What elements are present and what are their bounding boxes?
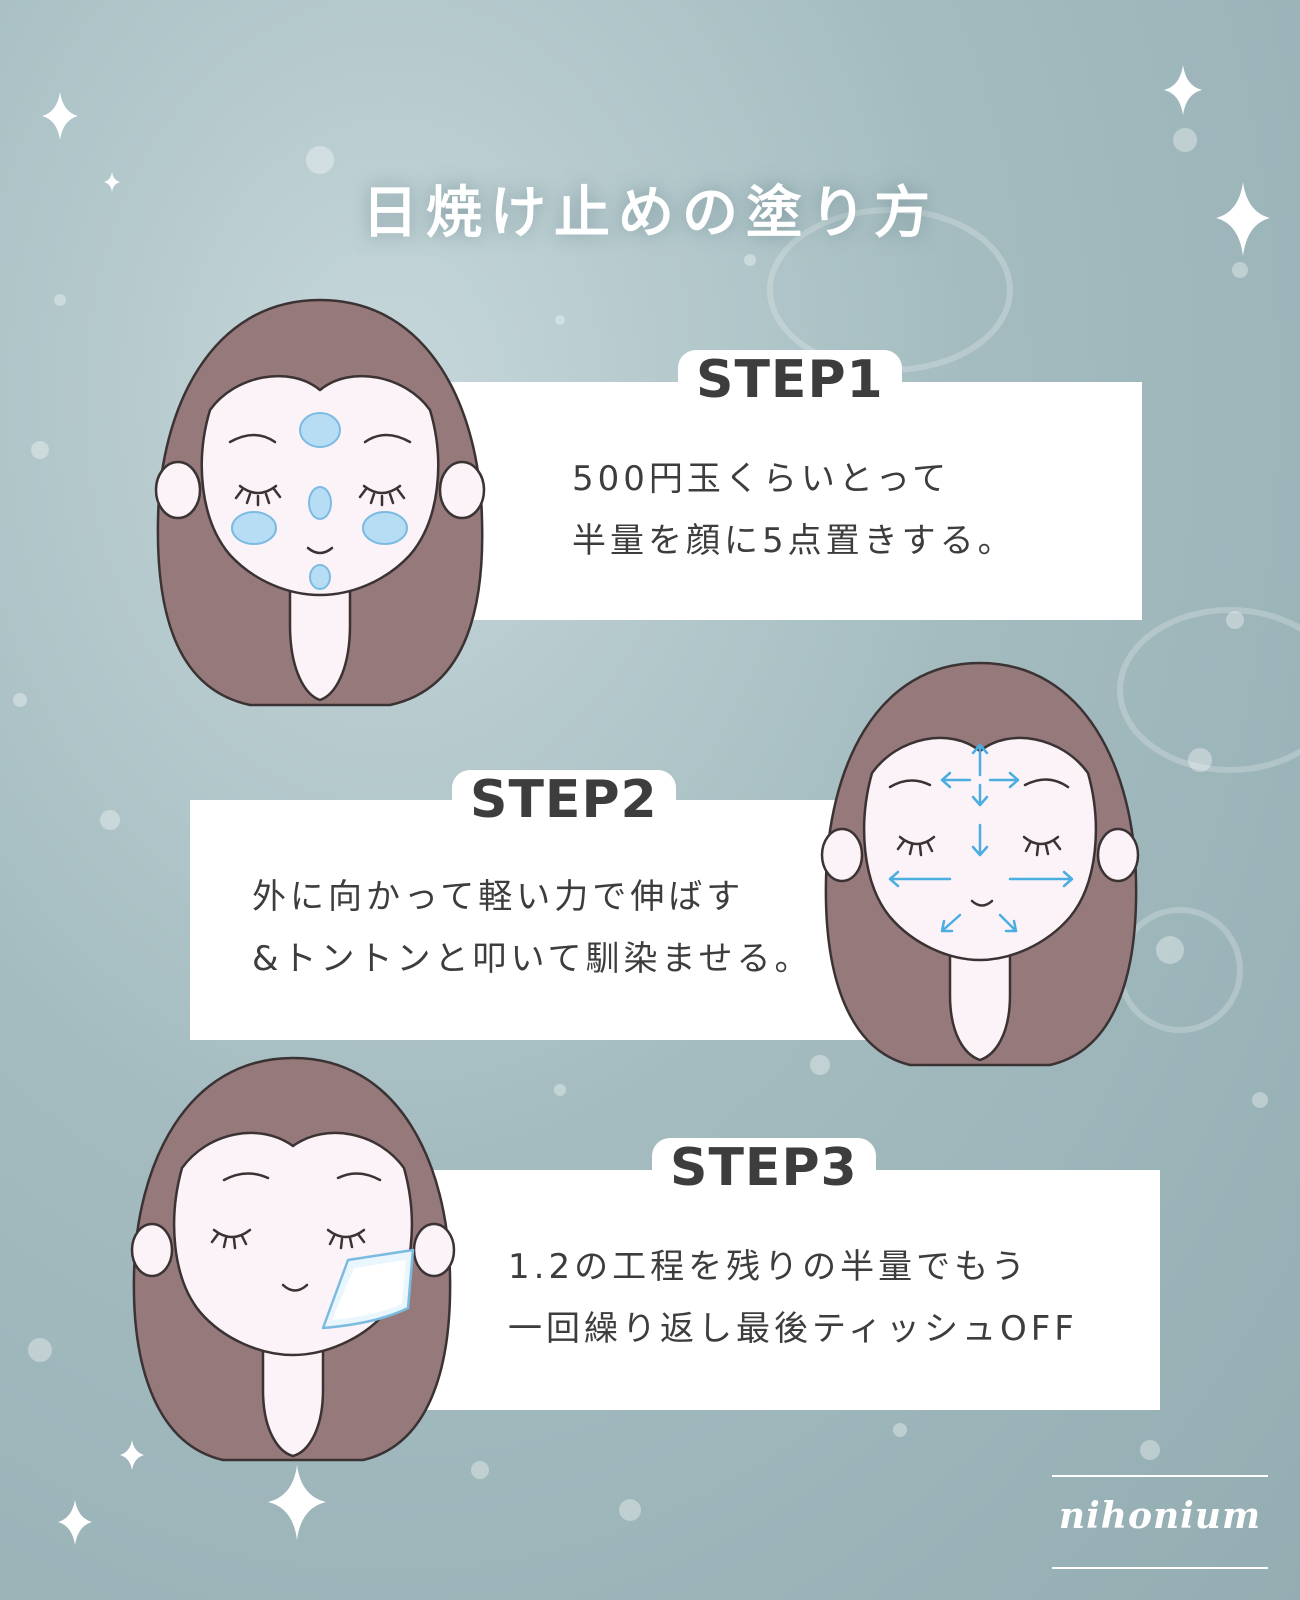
face-illustration-step1 [154,298,486,707]
brand-name: nihonium [1058,1495,1262,1537]
tissue-icon [321,1248,415,1330]
step2-text-line2: &トントンと叩いて馴染ませる。 [252,939,813,979]
step1-text-line1: 500円玉くらいとって [572,459,951,499]
face-illustration-step2 [820,661,1140,1067]
sparkle-icons [42,65,1270,1545]
step2-label: STEP2 [452,770,676,830]
step2-card [190,800,916,1040]
step3-text-line1: 1.2の工程を残りの半量でもう [508,1247,1030,1287]
arrow-icons [888,743,1074,933]
step2-text-line1: 外に向かって軽い力で伸ばす [252,877,745,917]
step1-text-line2: 半量を顔に5点置きする。 [572,521,1016,561]
logo-bottom-line [1052,1567,1268,1569]
logo-top-line [1052,1475,1268,1477]
step3-text-line2: 一回繰り返し最後ティッシュOFF [508,1309,1078,1349]
step1-label: STEP1 [678,350,902,410]
step1-card [430,382,1142,620]
step3-label: STEP3 [652,1138,876,1198]
step3-card [420,1170,1160,1410]
face-illustration-step3 [130,1056,456,1462]
brand-logo: nihonium [1052,1475,1268,1570]
page-title: 日焼け止めの塗り方 [362,181,938,246]
